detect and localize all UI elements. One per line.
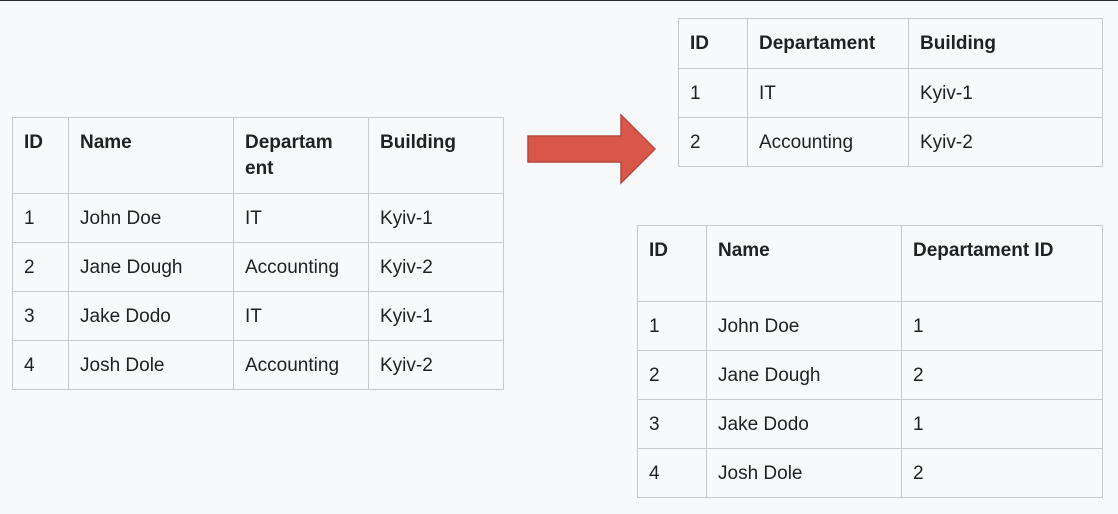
cell-id: 1: [12, 193, 69, 243]
table-row: 3 Jake Dodo IT Kyiv-1: [12, 291, 504, 341]
table-row: 4 Josh Dole 2: [637, 448, 1103, 498]
cell-building: Kyiv-2: [908, 117, 1103, 167]
cell-name: Josh Dole: [706, 448, 902, 498]
cell-building: Kyiv-1: [368, 193, 504, 243]
cell-id: 4: [12, 340, 69, 390]
header-id: ID: [12, 117, 69, 194]
right-arrow-icon: [527, 113, 657, 185]
cell-id: 3: [12, 291, 69, 341]
cell-departament: IT: [747, 68, 909, 118]
table-row: 1 John Doe IT Kyiv-1: [12, 193, 504, 243]
cell-departament: Accounting: [233, 340, 369, 390]
table-row: 1 John Doe 1: [637, 301, 1103, 351]
table-row: 4 Josh Dole Accounting Kyiv-2: [12, 340, 504, 390]
cell-id: 2: [12, 242, 69, 292]
top-divider: [0, 0, 1118, 1]
cell-departament-id: 2: [901, 350, 1103, 400]
cell-name: Jake Dodo: [68, 291, 234, 341]
cell-id: 1: [637, 301, 707, 351]
cell-id: 2: [637, 350, 707, 400]
cell-departament-id: 1: [901, 301, 1103, 351]
header-name: Name: [68, 117, 234, 194]
header-name: Name: [706, 225, 902, 302]
cell-id: 3: [637, 399, 707, 449]
cell-departament: IT: [233, 291, 369, 341]
header-building: Building: [908, 18, 1103, 69]
cell-departament: Accounting: [233, 242, 369, 292]
department-table: ID Departament Building 1 IT Kyiv-1 2 Ac…: [678, 18, 1103, 167]
cell-id: 1: [678, 68, 748, 118]
cell-building: Kyiv-1: [368, 291, 504, 341]
table-row: 3 Jake Dodo 1: [637, 399, 1103, 449]
header-departament-line2: ent: [245, 158, 274, 179]
cell-departament: IT: [233, 193, 369, 243]
arrow-shape: [527, 113, 657, 185]
cell-name: Jake Dodo: [706, 399, 902, 449]
header-departament-id: Departament ID: [901, 225, 1103, 302]
cell-name: John Doe: [68, 193, 234, 243]
cell-name: John Doe: [706, 301, 902, 351]
header-id: ID: [678, 18, 748, 69]
table-row: 2 Jane Dough 2: [637, 350, 1103, 400]
header-departament: Departam ent: [233, 117, 369, 194]
employee-table: ID Name Departament ID 1 John Doe 1 2 Ja…: [637, 225, 1103, 498]
header-building: Building: [368, 117, 504, 194]
table-row: 2 Jane Dough Accounting Kyiv-2: [12, 242, 504, 292]
cell-id: 4: [637, 448, 707, 498]
table-header-row: ID Name Departament ID: [637, 225, 1103, 302]
cell-building: Kyiv-1: [908, 68, 1103, 118]
cell-departament-id: 1: [901, 399, 1103, 449]
cell-departament: Accounting: [747, 117, 909, 167]
cell-name: Jane Dough: [706, 350, 902, 400]
header-departament-line1: Departam: [245, 132, 333, 153]
table-header-row: ID Name Departam ent Building: [12, 117, 504, 194]
cell-building: Kyiv-2: [368, 340, 504, 390]
cell-name: Josh Dole: [68, 340, 234, 390]
source-table: ID Name Departam ent Building 1 John Doe …: [12, 117, 504, 390]
cell-name: Jane Dough: [68, 242, 234, 292]
cell-departament-id: 2: [901, 448, 1103, 498]
header-id: ID: [637, 225, 707, 302]
cell-building: Kyiv-2: [368, 242, 504, 292]
cell-id: 2: [678, 117, 748, 167]
table-row: 1 IT Kyiv-1: [678, 68, 1103, 118]
header-departament: Departament: [747, 18, 909, 69]
table-row: 2 Accounting Kyiv-2: [678, 117, 1103, 167]
table-header-row: ID Departament Building: [678, 18, 1103, 69]
